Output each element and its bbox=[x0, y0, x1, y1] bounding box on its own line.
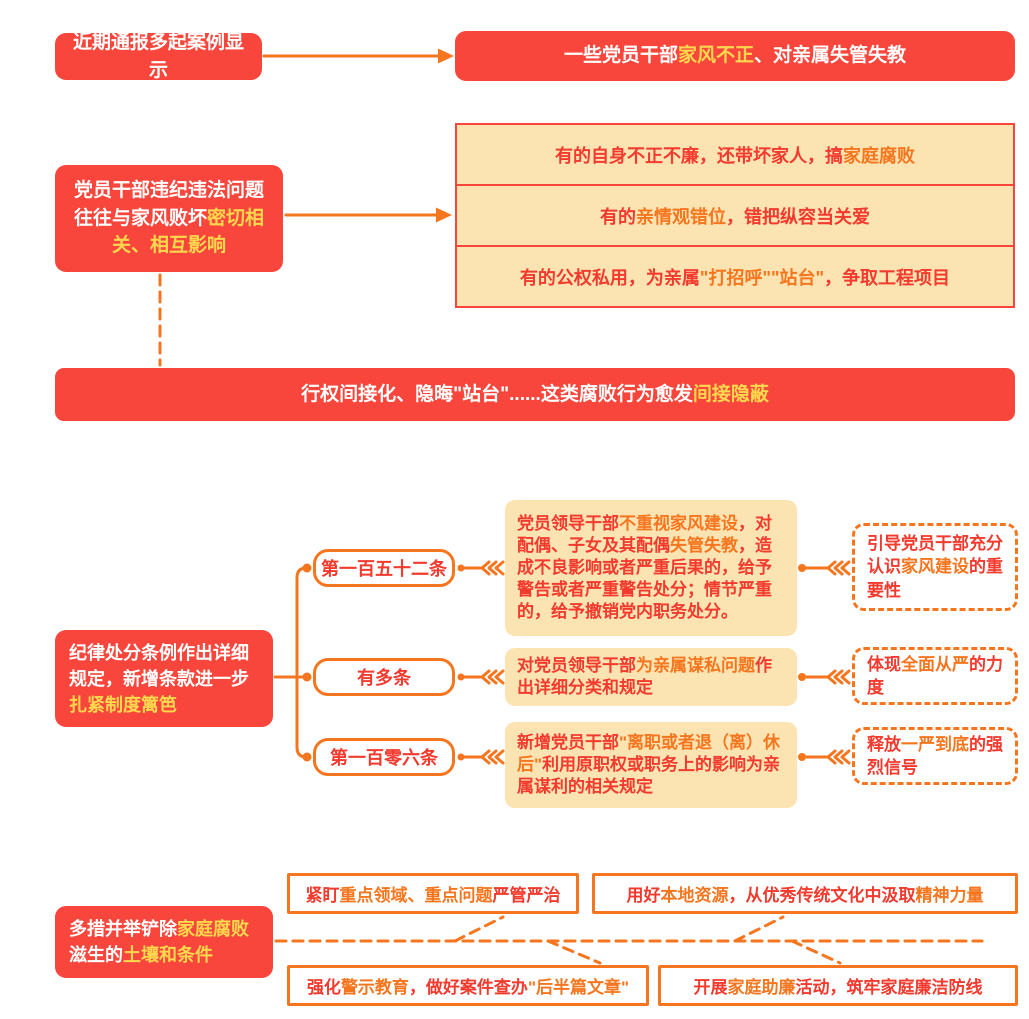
multiple-articles-detail: 对党员领导干部为亲属谋私问题作出详细分类和规定 bbox=[505, 648, 797, 706]
chevron-arrow-note-2 bbox=[798, 669, 851, 685]
measures-dashed-connectors bbox=[274, 915, 984, 965]
case-source-box: 近期通报多起案例显示 bbox=[55, 32, 262, 81]
regulation-intro-box: 纪律处分条例作出详细规定，新增条款进一步扎紧制度篱笆 bbox=[55, 630, 273, 727]
note-family-tradition: 引导党员干部充分认识家风建设的重要性 bbox=[852, 523, 1018, 611]
examples-panel: 有的自身不正不廉，还带坏家人，搞家庭腐败 有的亲情观错位，错把纵容当关爱 有的公… bbox=[455, 123, 1015, 308]
note-strong-signal: 释放一严到底的强烈信号 bbox=[852, 727, 1018, 785]
case-result-box: 一些党员干部家风不正、对亲属失管失教 bbox=[455, 31, 1015, 81]
article-152-box: 第一百五十二条 bbox=[313, 549, 455, 587]
hidden-corruption-banner: 行权间接化、隐晦"站台"......这类腐败行为愈发间接隐蔽 bbox=[55, 368, 1015, 421]
measure-box-warning-education: 强化警示教育，做好案件查办"后半篇文章" bbox=[287, 965, 649, 1006]
flow-arrow-2 bbox=[284, 207, 452, 223]
cause-box: 党员干部违纪违法问题往往与家风败坏密切相关、相互影响 bbox=[55, 165, 283, 272]
measure-box-key-areas: 紧盯重点领域、重点问题严管严治 bbox=[287, 873, 579, 914]
measures-intro-box: 多措并举铲除家庭腐败滋生的土壤和条件 bbox=[55, 906, 273, 978]
article-152-detail: 党员领导干部不重视家风建设，对配偶、子女及其配偶失管失教，造成不良影响或者严重后… bbox=[505, 500, 797, 636]
branch-bracket bbox=[273, 563, 312, 762]
chevron-arrow-note-1 bbox=[798, 560, 851, 576]
article-106-detail: 新增党员干部"离职或者退（离）休后"利用原职权或职务上的影响为亲属谋利的相关规定 bbox=[505, 722, 797, 808]
note-strictness: 体现全面从严的力度 bbox=[852, 647, 1018, 705]
chevron-arrow-detail-2 bbox=[457, 669, 505, 685]
example-row-2: 有的亲情观错位，错把纵容当关爱 bbox=[457, 184, 1013, 245]
example-row-1: 有的自身不正不廉，还带坏家人，搞家庭腐败 bbox=[555, 145, 915, 166]
measure-box-family-integrity: 开展家庭助廉活动，筑牢家庭廉洁防线 bbox=[658, 965, 1018, 1006]
measure-box-local-resources: 用好本地资源，从优秀传统文化中汲取精神力量 bbox=[592, 873, 1018, 914]
multiple-articles-box: 有多条 bbox=[313, 658, 455, 696]
chevron-arrow-detail-1 bbox=[457, 560, 505, 576]
article-106-box: 第一百零六条 bbox=[313, 738, 455, 776]
chevron-arrow-detail-3 bbox=[457, 749, 505, 765]
chevron-arrow-note-3 bbox=[798, 749, 851, 765]
example-row-3: 有的公权私用，为亲属"打招呼""站台"，争取工程项目 bbox=[457, 245, 1013, 306]
flow-arrow-1 bbox=[262, 48, 454, 64]
